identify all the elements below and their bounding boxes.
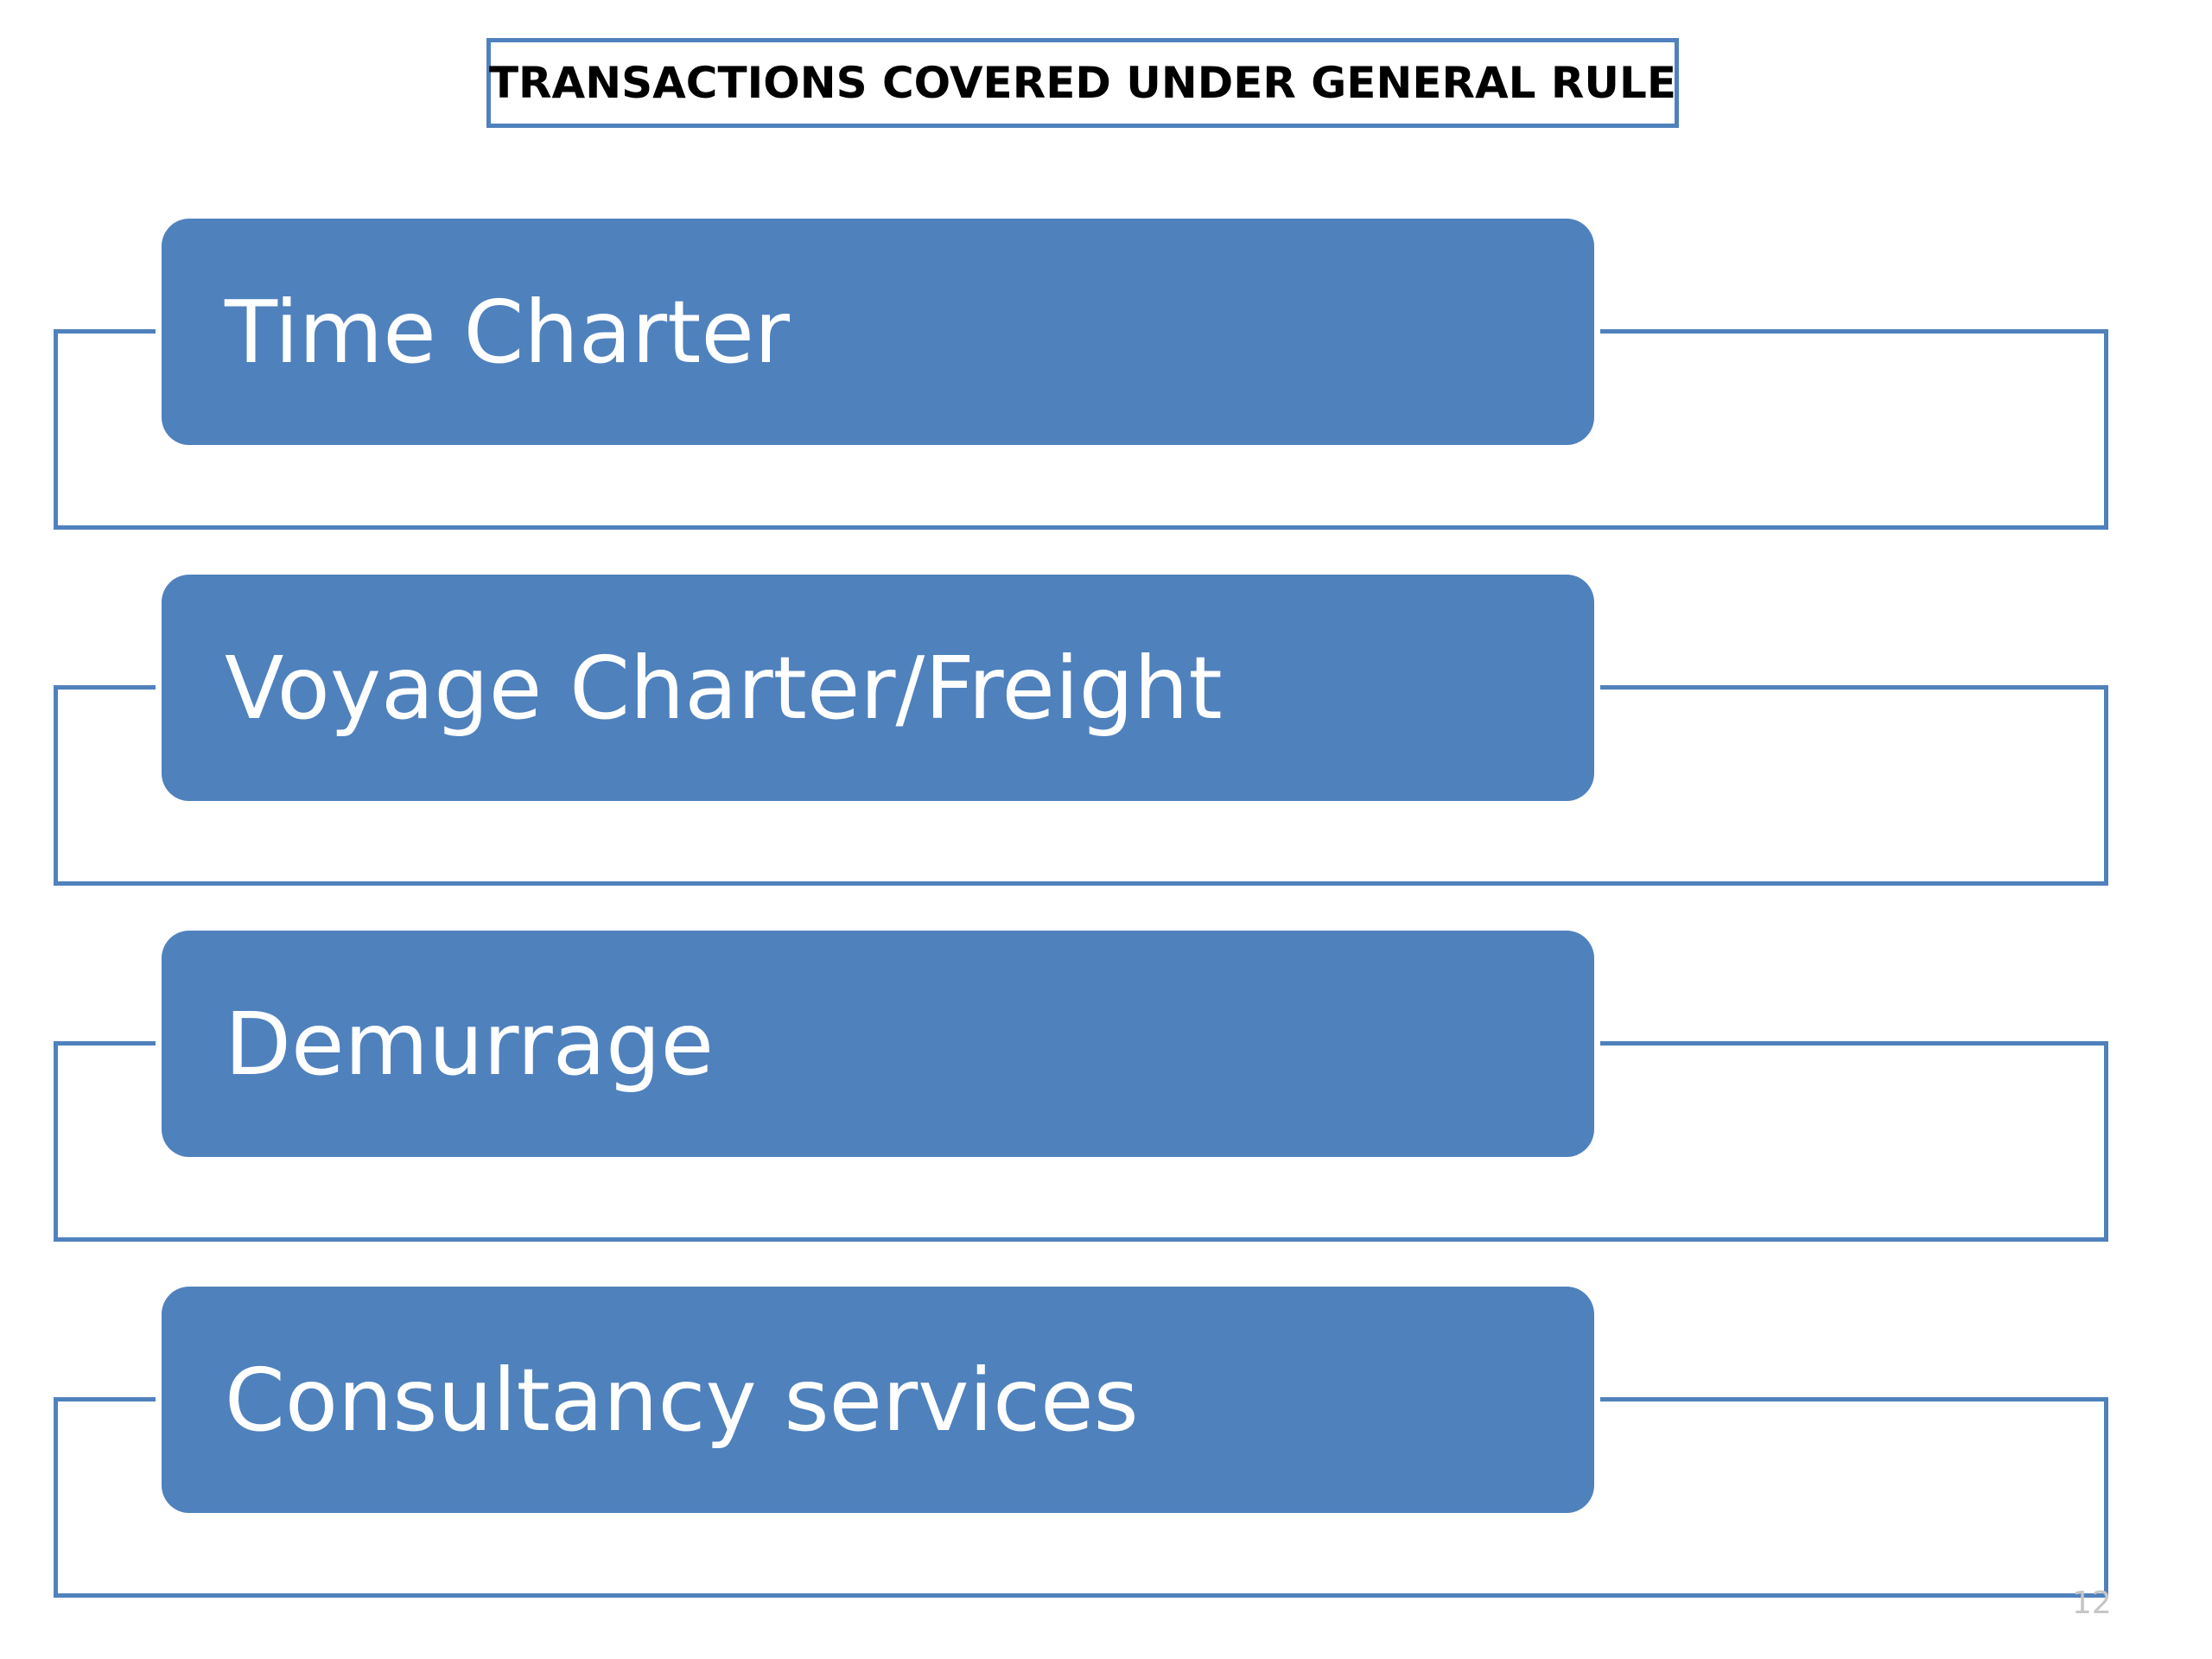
item-box-consultancy-services: Consultancy services <box>162 1287 1594 1513</box>
item-label: Consultancy services <box>225 1349 1139 1451</box>
item-bracket-top-right-1 <box>1600 329 2108 334</box>
item-box-demurrage: Demurrage <box>162 931 1594 1157</box>
title-box: TRANSACTIONS COVERED UNDER GENERAL RULE <box>486 38 1679 128</box>
item-bracket-top-right-4 <box>1600 1397 2108 1402</box>
item-bracket-top-left-1 <box>54 329 156 334</box>
item-box-time-charter: Time Charter <box>162 219 1594 445</box>
item-bracket-2 <box>54 687 2108 886</box>
item-bracket-top-right-3 <box>1600 1041 2108 1046</box>
item-bracket-4 <box>54 1399 2108 1598</box>
item-bracket-top-left-2 <box>54 685 156 690</box>
item-label: Demurrage <box>225 993 715 1095</box>
item-label: Time Charter <box>225 281 790 383</box>
page-number: 12 <box>2072 1586 2112 1621</box>
item-bracket-top-right-2 <box>1600 685 2108 690</box>
item-bracket-1 <box>54 331 2108 530</box>
item-bracket-3 <box>54 1043 2108 1242</box>
item-label: Voyage Charter/Freight <box>225 637 1223 739</box>
item-bracket-top-left-4 <box>54 1397 156 1402</box>
item-bracket-top-left-3 <box>54 1041 156 1046</box>
item-box-voyage-charter: Voyage Charter/Freight <box>162 575 1594 801</box>
slide-title: TRANSACTIONS COVERED UNDER GENERAL RULE <box>488 58 1677 108</box>
